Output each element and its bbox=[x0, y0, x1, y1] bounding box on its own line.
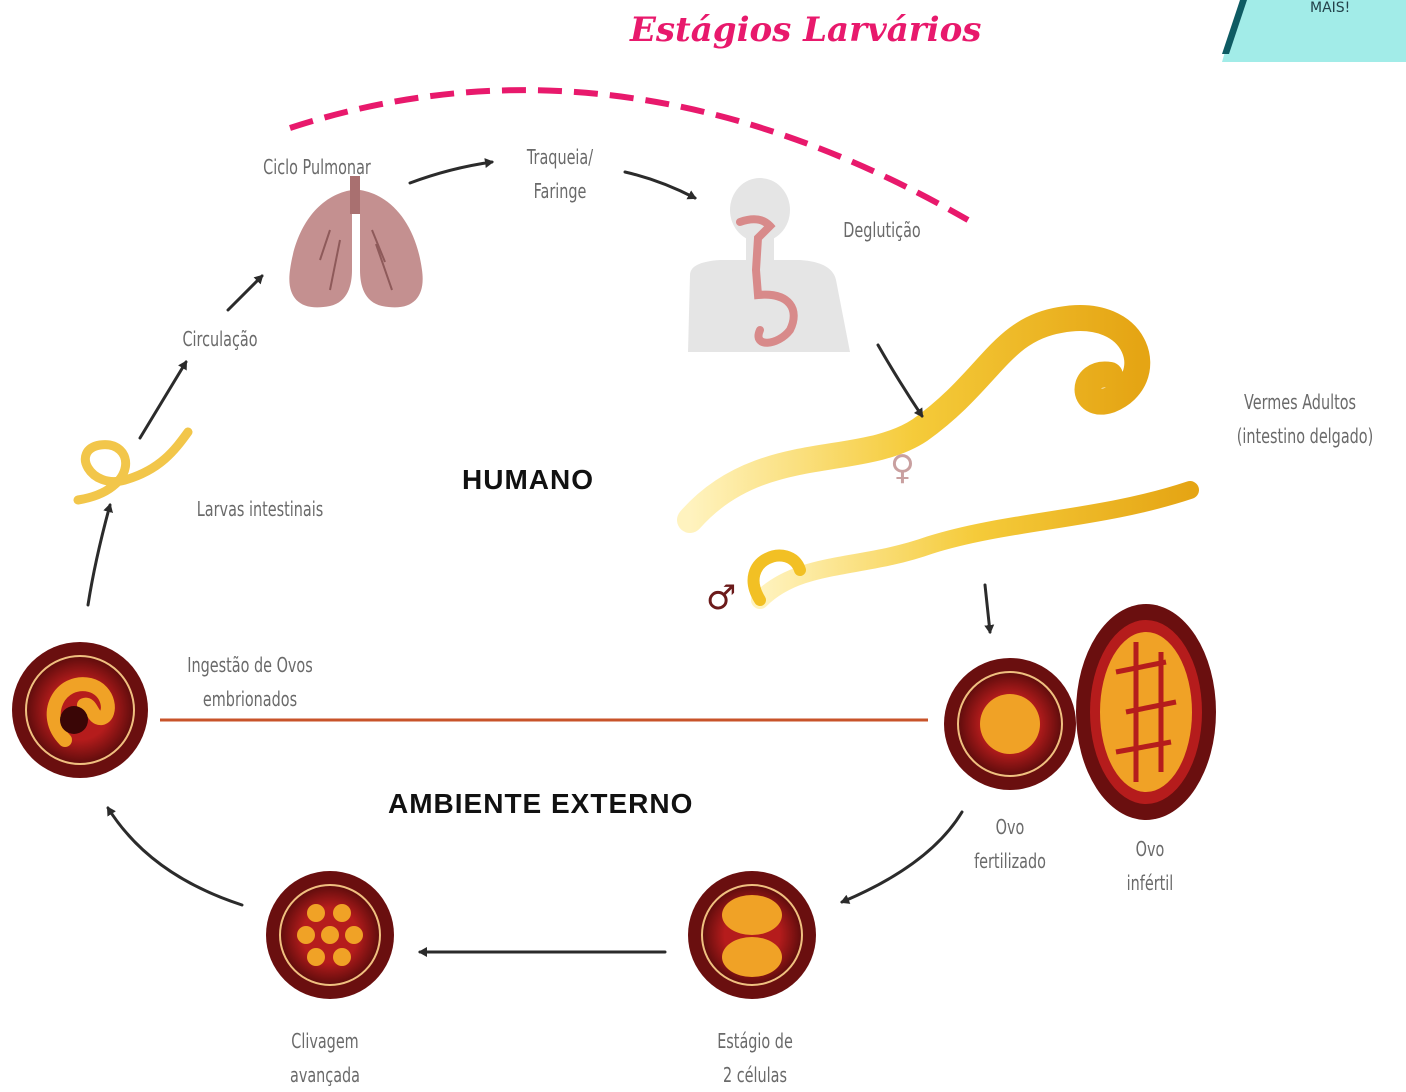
label-fertilized-egg-1: Ovo bbox=[974, 810, 1046, 844]
larval-stages-arc bbox=[290, 90, 968, 220]
label-fertilized-egg-2: fertilizado bbox=[974, 844, 1046, 878]
arrow-trachea-to-swallowing bbox=[625, 172, 695, 198]
arrow-fertilized-to-two-cell bbox=[842, 812, 962, 902]
label-ingestion: Ingestão de Ovos bbox=[178, 648, 322, 682]
egg-embryonated bbox=[12, 642, 148, 778]
arrow-cleavage-to-embryonated bbox=[108, 808, 242, 905]
zone-human-label: HUMANO bbox=[462, 464, 594, 496]
label-embryonated: embrionados bbox=[178, 682, 322, 716]
egg-advanced-cleavage bbox=[266, 871, 394, 999]
arrow-larvae-to-circulation bbox=[140, 362, 186, 438]
egg-fertilized bbox=[944, 658, 1076, 790]
egg-two-cell bbox=[688, 871, 816, 999]
label-trachea: Traqueia/ bbox=[517, 140, 603, 174]
label-swallowing: Deglutição bbox=[839, 213, 925, 247]
label-cleavage-1: Clivagem bbox=[278, 1024, 372, 1058]
label-infertile-egg-1: Ovo bbox=[1114, 832, 1186, 866]
arrow-swallowing-to-adults bbox=[878, 345, 922, 416]
egg-infertile bbox=[1076, 604, 1216, 820]
female-symbol-icon: ♀ bbox=[890, 448, 915, 488]
adult-worms-icon bbox=[690, 318, 1190, 600]
label-small-intestine: (intestino delgado) bbox=[1229, 419, 1380, 453]
badge-text: MAIS! bbox=[1310, 0, 1350, 16]
larval-stages-title: Estágios Larvários bbox=[630, 10, 981, 50]
label-circulation: Circulação bbox=[170, 322, 271, 356]
larva-icon bbox=[78, 432, 188, 500]
label-two-cell-2: 2 células bbox=[708, 1058, 802, 1092]
label-adult-worms: Vermes Adultos bbox=[1235, 385, 1365, 419]
arrow-circulation-to-lungs bbox=[228, 276, 262, 310]
label-two-cell-1: Estágio de bbox=[708, 1024, 802, 1058]
lungs-icon bbox=[289, 176, 422, 307]
label-infertile-egg-2: infértil bbox=[1114, 866, 1186, 900]
label-intestinal-larvae: Larvas intestinais bbox=[188, 492, 332, 526]
arrow-adults-to-eggs bbox=[985, 585, 990, 632]
label-pharynx: Faringe bbox=[517, 174, 603, 208]
zone-external-label: AMBIENTE EXTERNO bbox=[388, 788, 693, 820]
label-pulmonary-cycle: Ciclo Pulmonar bbox=[256, 150, 378, 184]
label-cleavage-2: avançada bbox=[278, 1058, 372, 1092]
arrow-embryonated-to-larvae bbox=[88, 505, 110, 605]
torso-digestive-icon bbox=[688, 178, 850, 352]
arrow-lungs-to-trachea bbox=[410, 162, 492, 183]
male-symbol-icon: ♂ bbox=[706, 578, 736, 618]
